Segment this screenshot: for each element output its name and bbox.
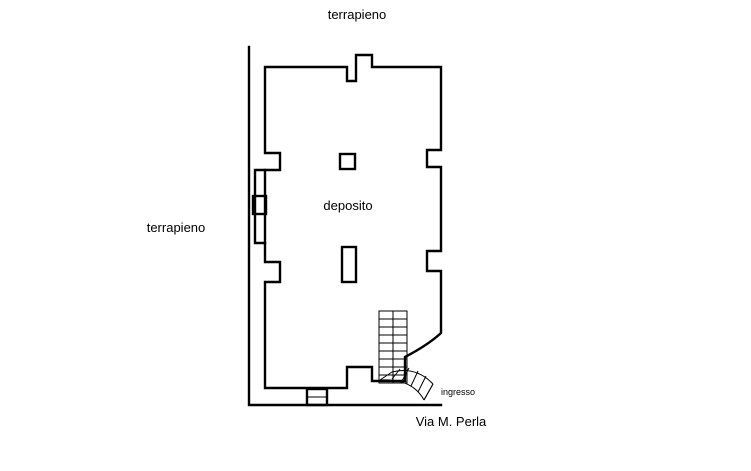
curved-stair-tread — [423, 383, 434, 401]
room-outline — [263, 53, 443, 390]
label-street: Via M. Perla — [416, 414, 487, 429]
exterior-boundary-wall — [247, 45, 443, 407]
curved-stair-tread — [401, 367, 410, 382]
entrance-curved-stair — [379, 367, 434, 401]
wall-niche-box — [251, 194, 268, 216]
wall-niche-upper — [253, 168, 267, 245]
label-ingresso: ingresso — [441, 387, 475, 397]
curved-stair-tread — [391, 368, 401, 380]
label-terrapieno-top: terrapieno — [328, 7, 387, 22]
curved-stair-tread — [379, 371, 393, 381]
stair-flight — [378, 310, 408, 384]
curved-stair-tread — [410, 370, 419, 387]
pillar-square — [338, 152, 357, 171]
label-terrapieno-left: terrapieno — [147, 220, 206, 235]
pillar-rectangular — [340, 245, 358, 284]
label-deposito: deposito — [323, 198, 372, 213]
curved-stair-tread — [417, 375, 427, 393]
